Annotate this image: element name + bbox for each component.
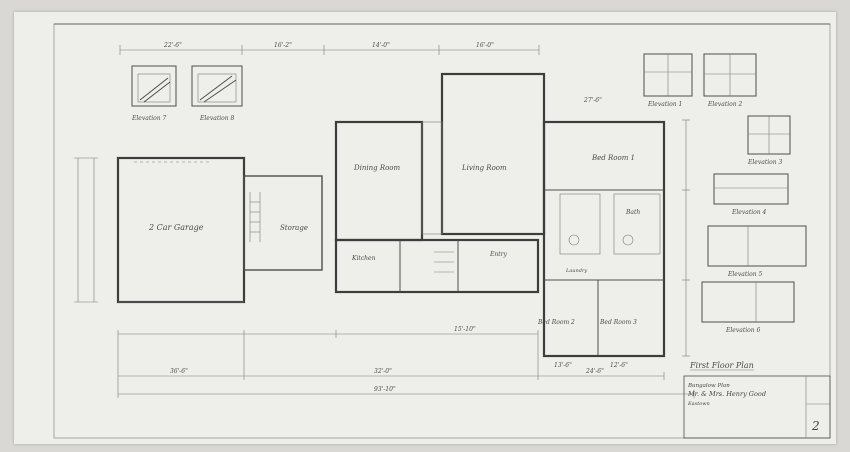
dim-10: 32'-0" bbox=[374, 368, 392, 375]
elevation-4-sketch bbox=[713, 173, 789, 205]
title-line-1: Bungalow Plan bbox=[687, 383, 730, 389]
garage-label: 2 Car Garage bbox=[148, 223, 204, 232]
elevation-3-sketch bbox=[747, 115, 791, 155]
kitchen-label: Kitchen bbox=[351, 255, 376, 262]
dim-5: 27'-6" bbox=[583, 97, 602, 104]
elevation-4-label: Elevation 4 bbox=[731, 209, 767, 216]
entry-label: Entry bbox=[489, 251, 508, 258]
elevation-2-label: Elevation 2 bbox=[707, 101, 743, 108]
title-block bbox=[683, 375, 831, 439]
dim-4: 16'-0" bbox=[476, 42, 494, 49]
sheet-title: First Floor Plan bbox=[689, 361, 754, 370]
elevation-6-label: Elevation 6 bbox=[725, 327, 761, 334]
elevation-7-label: Elevation 7 bbox=[131, 115, 167, 122]
bedroom-wing-walls bbox=[542, 120, 666, 358]
storage-walls bbox=[243, 175, 323, 271]
bottom-dimension-lines bbox=[117, 330, 695, 398]
elevation-5-sketch bbox=[707, 225, 807, 267]
bed3-label: Bed Room 3 bbox=[599, 319, 637, 326]
storage-label: Storage bbox=[280, 224, 308, 232]
left-dimension-lines bbox=[74, 157, 98, 303]
drawing-sheet: 22'-6" 16'-2" 14'-0" 16'-0" 27'-6" Eleva… bbox=[14, 12, 836, 444]
dim-7: 13'-6" bbox=[554, 362, 572, 369]
dim-2: 16'-2" bbox=[274, 42, 292, 49]
dining-label: Dining Room bbox=[353, 164, 401, 172]
elevation-8-label: Elevation 8 bbox=[199, 115, 235, 122]
dim-12: 93'-10" bbox=[374, 386, 396, 393]
bath-label: Bath bbox=[625, 209, 640, 216]
elevation-8-sketch bbox=[191, 65, 243, 107]
living-walls bbox=[421, 72, 546, 236]
elevation-6-sketch bbox=[701, 281, 795, 323]
laundry-label: Laundry bbox=[565, 268, 587, 274]
elevation-1-label: Elevation 1 bbox=[647, 101, 682, 108]
dim-6: 15'-10" bbox=[454, 326, 476, 333]
bed2-label: Bed Room 2 bbox=[537, 319, 575, 326]
dim-3: 14'-0" bbox=[372, 42, 390, 49]
dim-9: 36'-6" bbox=[170, 368, 188, 375]
dining-walls bbox=[334, 120, 424, 242]
floor-plan-drawing: 22'-6" 16'-2" 14'-0" 16'-0" 27'-6" Eleva… bbox=[53, 23, 831, 439]
elevation-1-sketch bbox=[643, 53, 693, 97]
elevation-3-label: Elevation 3 bbox=[747, 159, 783, 166]
elevation-7-sketch bbox=[131, 65, 177, 107]
elevation-2-sketch bbox=[703, 53, 757, 97]
right-dimension-lines bbox=[682, 119, 690, 357]
dim-11: 24'-6" bbox=[585, 368, 604, 375]
bed1-label: Bed Room 1 bbox=[591, 154, 635, 162]
living-label: Living Room bbox=[461, 164, 507, 172]
title-line-2: Mr. & Mrs. Henry Good bbox=[687, 390, 766, 398]
sheet-number: 2 bbox=[811, 419, 820, 433]
dim-8: 12'-6" bbox=[610, 362, 628, 369]
dim-1: 22'-6" bbox=[163, 42, 182, 49]
top-dimension-line bbox=[119, 45, 540, 55]
kitchen-walls bbox=[334, 238, 540, 294]
elevation-5-label: Elevation 5 bbox=[727, 271, 763, 278]
title-line-3: Eastown bbox=[687, 401, 710, 407]
